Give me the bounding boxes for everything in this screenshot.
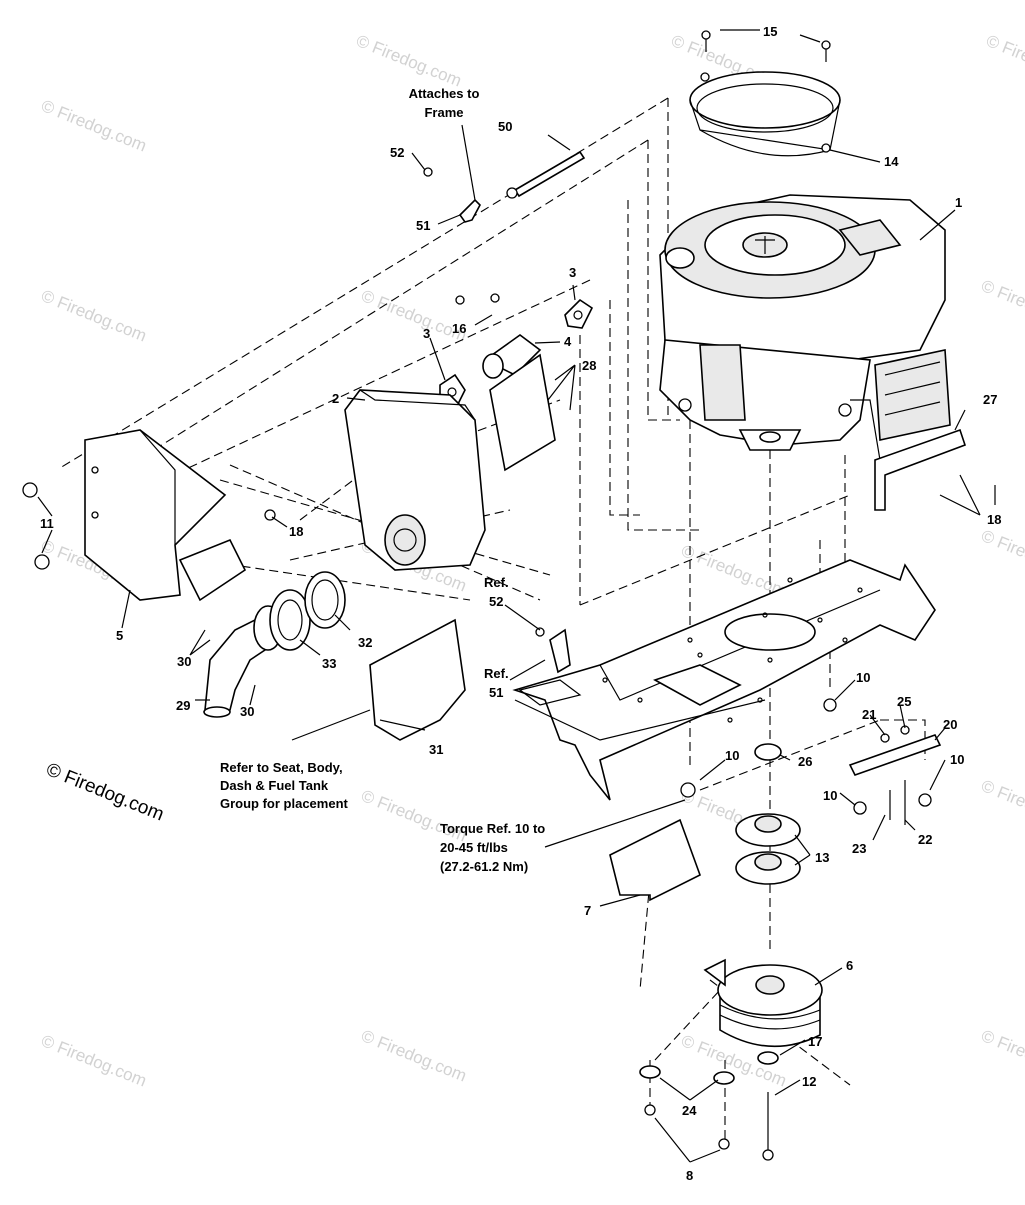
callout-50: 50 [498,119,512,134]
callout-12: 12 [802,1074,816,1089]
callout-31: 31 [429,742,443,757]
callout-1: 1 [955,195,962,210]
frame [512,559,936,801]
bolt-11 [34,554,50,570]
callout-2: 2 [332,391,339,406]
refer-note: Dash & Fuel Tank [220,778,329,793]
callout-10: 10 [856,670,870,685]
bracket-51 [423,167,481,223]
callout-7: 7 [584,903,591,918]
callout-10: 10 [950,752,964,767]
clutch-hardware [639,1051,779,1161]
callout-29: 29 [176,698,190,713]
callout-17: 17 [808,1034,822,1049]
bracket [609,818,701,902]
callout-28: 28 [582,358,596,373]
callout-10: 10 [725,748,739,763]
callout-6: 6 [846,958,853,973]
screws-15 [701,30,831,62]
muffler-guard [84,429,247,602]
clutch [703,958,823,1048]
callouts: 1 2 3 3 4 5 6 7 8 10 10 10 10 11 12 13 1… [40,24,1001,1183]
ref52-note: Ref. [484,575,509,590]
callout-11: 11 [40,516,54,531]
callout-23: 23 [852,841,866,856]
gasket-33 [269,589,311,651]
torque-note: (27.2-61.2 Nm) [440,859,528,874]
callout-13: 13 [815,850,829,865]
watermark: © Firedog.com [354,31,465,90]
watermark: © Firedog.com [979,526,1025,585]
ref51-note: 51 [489,685,503,700]
hardware [680,698,942,825]
pulley [735,813,801,885]
callout-18: 18 [987,512,1001,527]
gasket-32 [304,571,346,629]
heat-shield [369,618,466,741]
callout-21: 21 [862,707,876,722]
ref52-note: 52 [489,594,503,609]
watermark: © Firedog.com [359,786,470,845]
rod [506,150,586,199]
callout-4: 4 [564,334,572,349]
frame-holes [602,577,863,723]
watermark: © Firedog.com [979,776,1025,835]
watermark: © Firedog.com [359,286,470,345]
leader-lines [37,29,996,1163]
callout-15: 15 [763,24,777,39]
torque-note: 20-45 ft/lbs [440,840,508,855]
bolt-11 [22,482,38,498]
notes: Attaches to Frame Ref. 52 Ref. 51 Refer … [220,86,545,874]
callout-14: 14 [884,154,899,169]
callout-20: 20 [943,717,957,732]
callout-51: 51 [416,218,430,233]
attaches-note: Frame [424,105,463,120]
callout-10: 10 [823,788,837,803]
attaches-note: Attaches to [409,86,480,101]
callout-8: 8 [686,1168,693,1183]
watermark: © Firedog.com [979,1026,1025,1085]
callout-22: 22 [918,832,932,847]
callout-25: 25 [897,694,911,709]
ref51-note: Ref. [484,666,509,681]
ref-hardware [535,627,571,674]
watermark: © Firedog.com [979,276,1025,335]
engine-bracket [874,428,967,511]
callout-33: 33 [322,656,336,671]
refer-note: Refer to Seat, Body, [220,760,343,775]
callout-30: 30 [177,654,191,669]
assembly-lines [59,97,926,1140]
watermark: © Firedog.com [39,1031,150,1090]
refer-note: Group for placement [220,796,349,811]
torque-note: Torque Ref. 10 to [440,821,545,836]
callout-26: 26 [798,754,812,769]
watermark: © Firedog.com [39,96,150,155]
callout-27: 27 [983,392,997,407]
callout-5: 5 [116,628,123,643]
watermark: © Firedog.com [39,286,150,345]
callout-32: 32 [358,635,372,650]
muffler [344,389,486,571]
copyright-text: © Firedog.com [43,759,167,825]
callout-18: 18 [289,524,303,539]
watermark: © Firedog.com [984,31,1025,90]
callout-52: 52 [390,145,404,160]
callout-24: 24 [682,1103,697,1118]
engine [659,194,951,480]
callout-3: 3 [423,326,430,341]
gasket-top [564,298,594,329]
callout-3: 3 [569,265,576,280]
exhaust-flange [455,293,556,472]
callout-16: 16 [452,321,466,336]
air-filter-ring [689,71,841,157]
watermark: © Firedog.com [359,1026,470,1085]
callout-30: 30 [240,704,254,719]
